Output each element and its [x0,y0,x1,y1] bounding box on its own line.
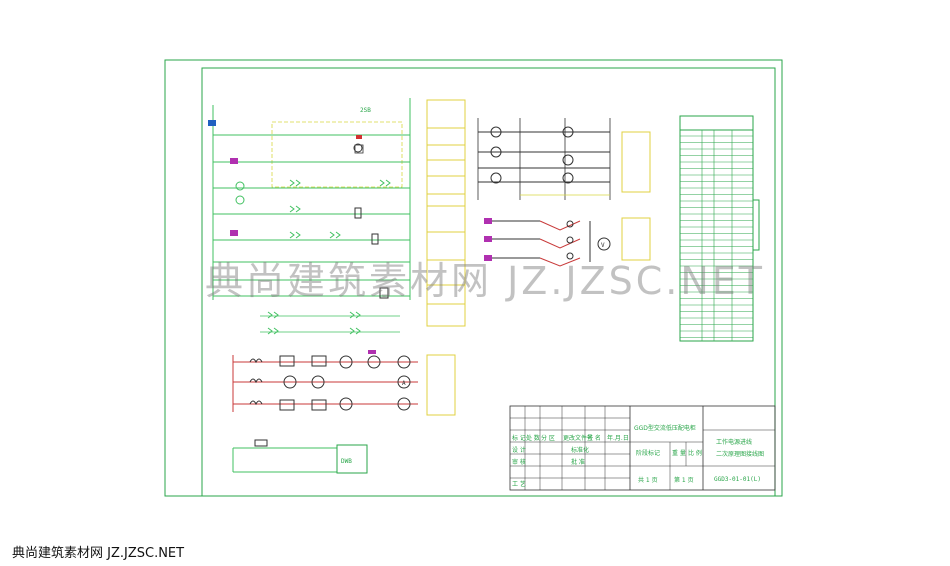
control-circuit: 2SB [208,98,411,335]
voltmeter-label: V [601,242,605,249]
sheet-count: 共 1 页 [638,476,658,484]
weight-label: 重 量 [672,449,686,457]
terminal-table [679,115,760,342]
header-cell-4: 签 名 [587,434,601,442]
header-cell-3: 更改文件号 [563,434,593,442]
row-label-review: 审 核 [512,458,526,466]
terminal-boxes-mid [426,131,651,416]
watermark-main: 典尚建筑素材网 JZ.JZSC.NET [205,259,766,303]
drawing-title-line2: 二次原理图接线图 [716,450,764,458]
terminal-strip-left [426,99,466,327]
inner-frame [201,67,776,497]
project-name: GGD型交流低压配电柜 [634,424,696,432]
dwb-label: DWB [341,458,352,465]
mid-cell-standard: 标准化 [571,446,589,454]
header-cell-1: 处 数 [526,434,540,442]
drawing-number: GGD3-01-01(L) [714,476,761,483]
header-cell-5: 年.月.日 [607,434,629,442]
header-cell-2: 分 区 [541,434,555,442]
ct-meter-circuit: V [484,218,611,267]
stage-label: 阶段标记 [636,449,660,457]
busbar-circuit [477,118,611,200]
dwb-circuit: DWB [232,439,368,474]
row-label-process: 工 艺 [512,480,526,488]
drawing-title-line1: 工作电源进线 [716,438,752,446]
page-number: 第 1 页 [674,476,694,484]
title-block: GGD型交流低压配电柜 工作电源进线 二次原理图接线图 GGD3-01-01(L… [509,405,776,491]
circuit-label-2sb: 2SB [360,107,371,114]
current-circuit: A [232,350,418,412]
row-label-design: 设 计 [512,446,526,454]
ammeter-label: A [402,380,406,387]
scale-label: 比 例 [688,449,702,457]
mid-cell-approve: 批 准 [571,458,585,466]
watermark-footer: 典尚建筑素材网 JZ.JZSC.NET [12,546,185,561]
header-cell-0: 标 记 [512,434,526,442]
